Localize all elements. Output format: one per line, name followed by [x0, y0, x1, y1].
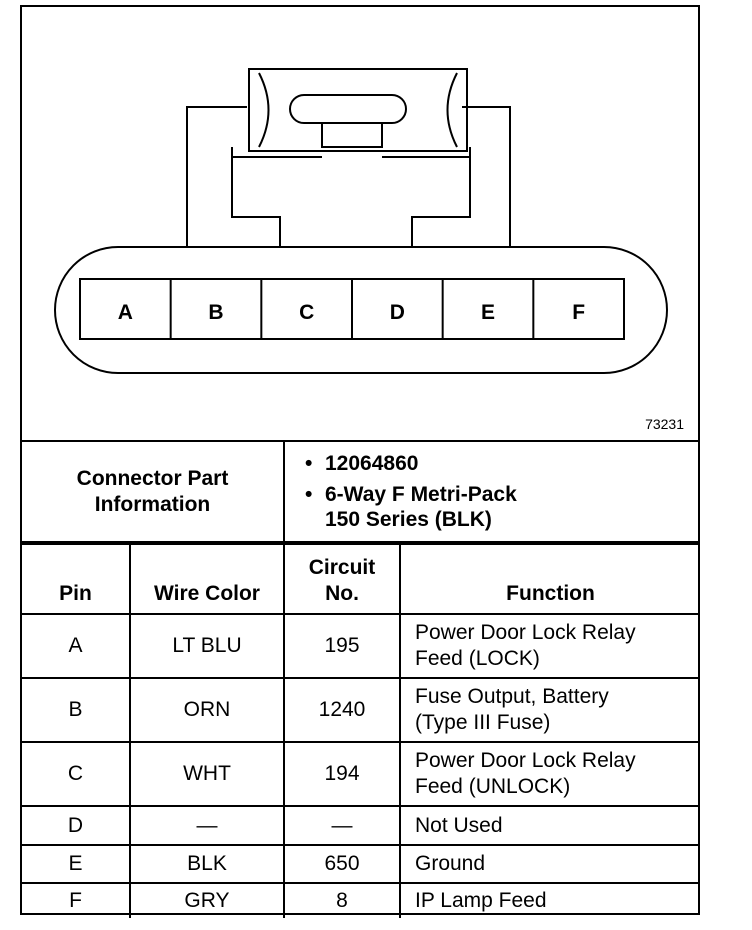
pin-table-header: Pin Wire Color Circuit No. Function	[22, 543, 700, 615]
connector-info-label-line2: Information	[94, 492, 211, 516]
pin-label-b: B	[208, 301, 223, 324]
row-wire-color: WHT	[129, 741, 285, 807]
row-circuit: 8	[283, 882, 401, 918]
pin-label-c: C	[299, 301, 314, 324]
table-row: D — — Not Used	[22, 805, 700, 846]
bullet-2: •	[305, 483, 313, 506]
row-circuit: 195	[283, 613, 401, 679]
connector-description-line2: 150 Series (BLK)	[325, 508, 492, 531]
connector-info-label-line1: Connector Part	[76, 466, 229, 490]
row-wire-color: ORN	[129, 677, 285, 743]
row-function: Ground	[399, 844, 700, 884]
row-pin: B	[22, 677, 131, 743]
part-number: 12064860	[325, 452, 419, 475]
row-function-line1: Fuse Output, Battery	[415, 685, 609, 708]
bullet-1: •	[305, 452, 313, 475]
row-wire-color: GRY	[129, 882, 285, 918]
header-pin: Pin	[22, 543, 131, 615]
figure-number: 73231	[645, 416, 684, 432]
lock-stem-right	[411, 147, 471, 247]
row-wire-color: LT BLU	[129, 613, 285, 679]
row-wire-color: —	[129, 805, 285, 846]
bracket-right	[462, 106, 511, 247]
row-pin: F	[22, 882, 131, 918]
header-circuit-line1: Circuit	[308, 556, 376, 579]
connector-info-table: Connector Part Information • 12064860 • 6-…	[22, 440, 700, 543]
header-circuit: Circuit No.	[283, 543, 401, 615]
row-pin: E	[22, 844, 131, 884]
connector-info-label: Connector Part Information	[22, 440, 285, 543]
bracket-left	[186, 106, 247, 247]
row-pin: C	[22, 741, 131, 807]
row-circuit: 650	[283, 844, 401, 884]
connector-description-line1: 6-Way F Metri-Pack	[325, 483, 517, 506]
row-function-line2: (Type III Fuse)	[415, 711, 551, 734]
latch-left-curve	[258, 72, 270, 148]
connector-diagram: A B C D E F 73231	[54, 68, 684, 432]
table-row: F GRY 8 IP Lamp Feed	[22, 882, 700, 918]
pin-cells: A B C D E F	[118, 279, 585, 339]
header-wire-color: Wire Color	[129, 543, 285, 615]
row-function-line2: Feed (UNLOCK)	[415, 775, 571, 798]
pin-table: Pin Wire Color Circuit No. Function A LT…	[22, 543, 700, 918]
row-function-line1: Power Door Lock Relay	[415, 621, 636, 644]
row-function-line1: Power Door Lock Relay	[415, 749, 636, 772]
lock-tab	[321, 123, 383, 148]
row-circuit: 1240	[283, 677, 401, 743]
row-function: IP Lamp Feed	[399, 882, 700, 918]
connector-body	[54, 246, 668, 374]
table-row: A LT BLU 195 Power Door Lock Relay Feed …	[22, 613, 700, 679]
connector-info-details: • 12064860 • 6-Way F Metri-Pack 150 Series…	[283, 440, 700, 543]
row-wire-color: BLK	[129, 844, 285, 884]
row-function: Power Door Lock Relay Feed (UNLOCK)	[399, 741, 700, 807]
row-circuit: —	[283, 805, 401, 846]
row-function: Power Door Lock Relay Feed (LOCK)	[399, 613, 700, 679]
table-row: C WHT 194 Power Door Lock Relay Feed (UN…	[22, 741, 700, 807]
pin-label-f: F	[572, 301, 585, 324]
pin-label-e: E	[481, 301, 495, 324]
latch-right-curve	[446, 72, 458, 148]
pin-label-a: A	[118, 301, 133, 324]
table-row: B ORN 1240 Fuse Output, Battery (Type II…	[22, 677, 700, 743]
header-function: Function	[399, 543, 700, 615]
row-pin: A	[22, 613, 131, 679]
pin-label-d: D	[390, 301, 405, 324]
row-circuit: 194	[283, 741, 401, 807]
row-function-line2: Feed (LOCK)	[415, 647, 540, 670]
latch-slot	[289, 94, 407, 124]
header-circuit-line2: No.	[325, 582, 359, 605]
row-function: Fuse Output, Battery (Type III Fuse)	[399, 677, 700, 743]
table-row: E BLK 650 Ground	[22, 844, 700, 884]
lock-stem-left	[231, 147, 281, 247]
latch-housing	[248, 68, 468, 152]
row-pin: D	[22, 805, 131, 846]
row-function: Not Used	[399, 805, 700, 846]
